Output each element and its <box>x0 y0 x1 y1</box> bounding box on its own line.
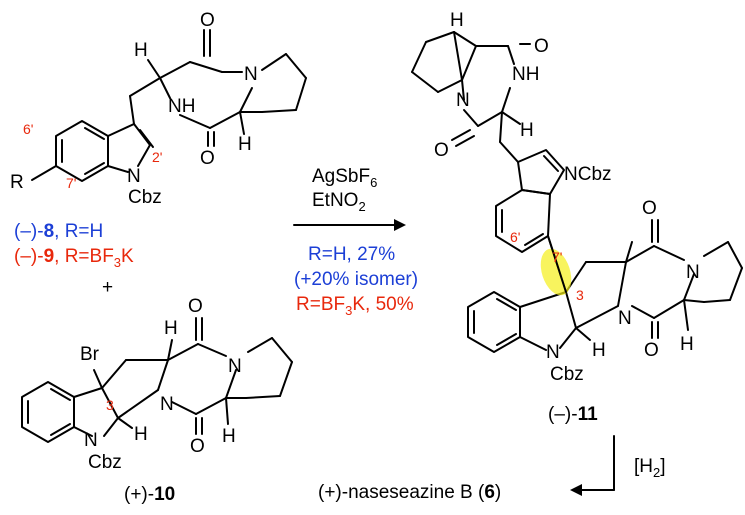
atom-nh-8: NH <box>168 96 195 117</box>
pos-7-8: 7' <box>66 175 76 191</box>
pos-6-8: 6' <box>23 121 33 137</box>
atom-o-bottom-8: O <box>200 148 215 169</box>
atom-h-11-pro: H <box>680 334 694 355</box>
label-compound-11: (–)-11 <box>548 404 598 425</box>
hydrogenation-arrow <box>570 435 615 496</box>
atom-h-alpha-8: H <box>134 40 148 61</box>
condition-isomer: (+20% isomer) <box>294 269 418 290</box>
atom-n-indole-8: N <box>127 166 141 187</box>
atom-cbz-8: Cbz <box>128 187 162 208</box>
compound-11-structure <box>411 31 743 353</box>
atom-n-11-top: N <box>456 90 470 111</box>
condition-rh-yield: R=H, 27% <box>308 244 395 265</box>
atom-h-pro-8: H <box>238 134 252 155</box>
highlighted-bond <box>547 235 567 293</box>
label-compound-10: (+)-10 <box>124 484 175 505</box>
atom-o-bottom-10: O <box>190 436 205 457</box>
pos-3-10: 3 <box>106 397 114 413</box>
atom-n-dkp-8: N <box>244 64 258 85</box>
atom-n-dkp-10: N <box>160 394 174 415</box>
pos-2-8: 2' <box>152 149 162 165</box>
atom-ncbz-11: NCbz <box>564 164 612 185</box>
condition-rbf3k-yield: R=BF3K, 50% <box>296 294 414 318</box>
reagent-etno2: EtNO2 <box>312 190 366 214</box>
pos-7-11: 7' <box>552 249 562 265</box>
atom-h-10a: H <box>164 318 178 339</box>
atom-h-11-aminal: H <box>592 340 606 361</box>
compound-8-9-structure <box>31 29 307 182</box>
atom-o-11-top: O <box>534 36 549 57</box>
atom-o-top-10: O <box>188 296 203 317</box>
label-compound-8: (–)-8, R=H <box>14 221 103 242</box>
reagent-agsbf6: AgSbF6 <box>312 166 377 190</box>
pos-3-11: 3 <box>576 287 584 303</box>
atom-h-11-top: H <box>450 10 464 31</box>
atom-h-pro-10: H <box>222 426 236 447</box>
atom-br: Br <box>80 344 100 365</box>
atom-n-11-dkp: N <box>618 308 632 329</box>
atom-o-11-mid: O <box>434 140 449 161</box>
atom-n-pro-10: N <box>228 356 242 377</box>
atom-n-11-indoline: N <box>546 342 560 363</box>
atom-n-indoline-10: N <box>84 430 98 451</box>
atom-nh-11: NH <box>512 64 539 85</box>
atom-o-top-8: O <box>200 10 215 31</box>
atom-cbz-11: Cbz <box>550 364 584 385</box>
atom-n-11-pro: N <box>686 262 700 283</box>
atom-o-11-right-top: O <box>642 198 657 219</box>
atom-h-11-mid: H <box>520 120 534 141</box>
compound-10-structure <box>21 317 293 443</box>
pos-6-11: 6' <box>510 229 520 245</box>
reaction-arrow <box>293 219 406 231</box>
atom-r: R <box>10 172 24 193</box>
label-compound-9: (–)-9, R=BF3K <box>14 246 134 270</box>
atom-cbz-10: Cbz <box>88 452 122 473</box>
plus-sign: + <box>102 277 113 298</box>
atom-o-11-bottom: O <box>644 340 659 361</box>
label-naseseazine-b: (+)-naseseazine B (6) <box>318 482 501 503</box>
atom-h-aminal-10: H <box>134 424 148 445</box>
reagent-h2: [H2] <box>634 456 666 480</box>
